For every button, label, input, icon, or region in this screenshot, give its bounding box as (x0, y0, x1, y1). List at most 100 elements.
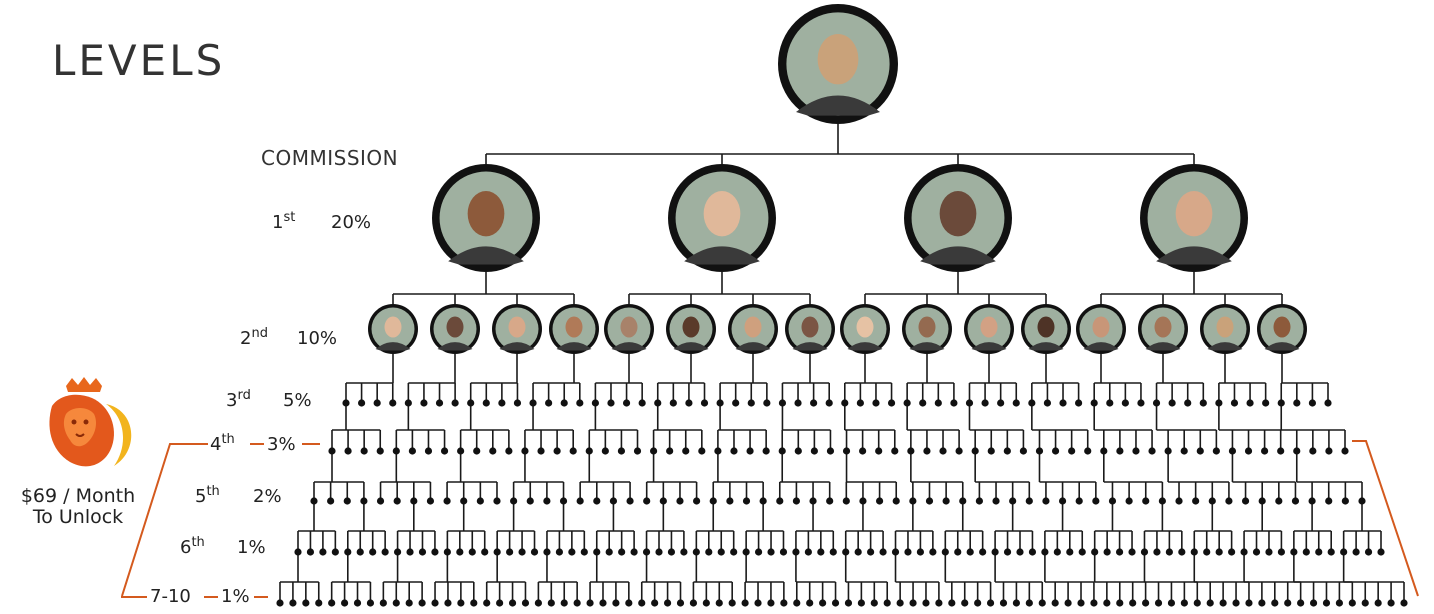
node-dot-level-6 (1240, 548, 1248, 556)
node-dot-level-4 (955, 447, 963, 455)
node-dot-level-5 (1258, 497, 1266, 505)
node-dot-level-6 (618, 548, 626, 556)
node-dot-level-6 (1340, 548, 1348, 556)
node-dot-level-3 (919, 399, 927, 407)
node-dot-level-4 (810, 447, 818, 455)
node-dot-level-6 (730, 548, 738, 556)
node-dot-level-3 (950, 399, 958, 407)
node-dot-level-4 (1132, 447, 1140, 455)
node-dot-level-6 (1091, 548, 1099, 556)
node-dot-level-6 (418, 548, 427, 556)
node-dot-level-7 (819, 599, 827, 607)
node-dot-level-6 (742, 548, 750, 556)
node-dot-level-7 (1232, 599, 1240, 607)
node-dot-level-5 (959, 497, 967, 505)
node-dot-level-3 (825, 399, 833, 407)
node-dot-level-5 (1009, 497, 1017, 505)
node-dot-level-7 (418, 599, 426, 607)
node-dot-level-3 (654, 399, 662, 407)
node-dot-level-3 (498, 399, 506, 407)
unlock-text: $69 / Month To Unlock (4, 486, 152, 528)
node-dot-level-6 (406, 548, 414, 556)
level-2-avatar (840, 304, 890, 354)
node-dot-level-4 (457, 447, 465, 455)
node-dot-level-3 (810, 399, 818, 407)
node-dot-level-3 (1121, 399, 1129, 407)
node-dot-level-6 (1165, 548, 1173, 556)
node-dot-level-4 (1035, 447, 1044, 455)
node-dot-level-4 (1196, 447, 1204, 455)
node-dot-level-7 (612, 599, 620, 607)
right-bracket (1352, 440, 1419, 597)
node-dot-level-7 (1038, 599, 1046, 607)
node-dot-level-3 (778, 399, 787, 407)
node-dot-level-6 (580, 548, 588, 556)
node-dot-level-4 (859, 447, 867, 455)
node-dot-level-7 (496, 599, 504, 607)
node-dot-level-5 (742, 497, 751, 505)
node-dot-level-7 (651, 599, 659, 607)
node-dot-level-5 (609, 497, 618, 505)
node-dot-level-7 (392, 599, 400, 607)
level-1-avatar (904, 164, 1012, 272)
node-dot-level-6 (1352, 548, 1360, 556)
node-dot-level-3 (794, 399, 802, 407)
node-dot-level-4 (376, 447, 384, 455)
node-dot-level-7 (1374, 599, 1382, 607)
node-dot-level-6 (854, 548, 862, 556)
node-dot-level-7 (948, 599, 956, 607)
node-dot-level-6 (1252, 548, 1261, 556)
node-dot-level-6 (306, 548, 315, 556)
node-dot-level-5 (1291, 497, 1300, 505)
node-dot-level-5 (1025, 497, 1033, 505)
node-dot-level-7 (302, 599, 310, 607)
node-dot-level-7 (276, 599, 284, 607)
node-dot-level-7 (831, 599, 840, 607)
node-dot-level-3 (887, 399, 896, 407)
node-dot-level-7 (1103, 599, 1111, 607)
node-dot-level-5 (576, 497, 584, 505)
node-dot-level-6 (481, 548, 489, 556)
node-dot-level-5 (1092, 497, 1100, 505)
level-2-avatar (902, 304, 952, 354)
node-dot-level-6 (829, 548, 837, 556)
node-dot-level-3 (435, 399, 444, 407)
level-7-10-rate: 1% (221, 586, 250, 607)
node-dot-level-7 (909, 599, 917, 607)
level-7-dash-mid (204, 596, 218, 598)
node-dot-level-3 (747, 399, 755, 407)
node-dot-level-4 (1100, 447, 1108, 455)
node-dot-level-4 (971, 447, 979, 455)
node-dot-level-6 (1327, 548, 1335, 556)
node-dot-level-6 (1190, 548, 1198, 556)
node-dot-level-5 (1142, 497, 1150, 505)
level-4-dash-mid (250, 443, 264, 445)
node-dot-level-7 (1142, 599, 1150, 607)
node-dot-level-3 (1293, 399, 1301, 407)
node-dot-level-6 (642, 548, 651, 556)
node-dot-level-4 (537, 447, 545, 455)
node-dot-level-5 (476, 497, 484, 505)
node-dot-level-7 (1012, 599, 1021, 607)
node-dot-level-7 (1400, 599, 1408, 607)
node-dot-level-5 (360, 497, 368, 505)
level-3-label: 3rd (226, 388, 251, 411)
level-2-avatar (368, 304, 418, 354)
node-dot-level-7 (1154, 599, 1163, 607)
node-dot-level-3 (1230, 399, 1239, 407)
node-dot-level-5 (1058, 497, 1067, 505)
level-6-rate: 1% (237, 537, 266, 558)
node-dot-level-5 (376, 497, 385, 505)
node-dot-level-5 (393, 497, 401, 505)
node-dot-level-4 (746, 447, 754, 455)
node-dot-level-5 (327, 497, 335, 505)
node-dot-level-7 (741, 599, 749, 607)
node-dot-level-6 (443, 548, 451, 556)
node-dot-level-3 (357, 399, 366, 407)
node-dot-level-4 (601, 447, 609, 455)
node-dot-level-6 (842, 548, 850, 556)
node-dot-level-4 (682, 447, 690, 455)
node-dot-level-3 (1262, 399, 1270, 407)
node-dot-level-7 (521, 599, 530, 607)
